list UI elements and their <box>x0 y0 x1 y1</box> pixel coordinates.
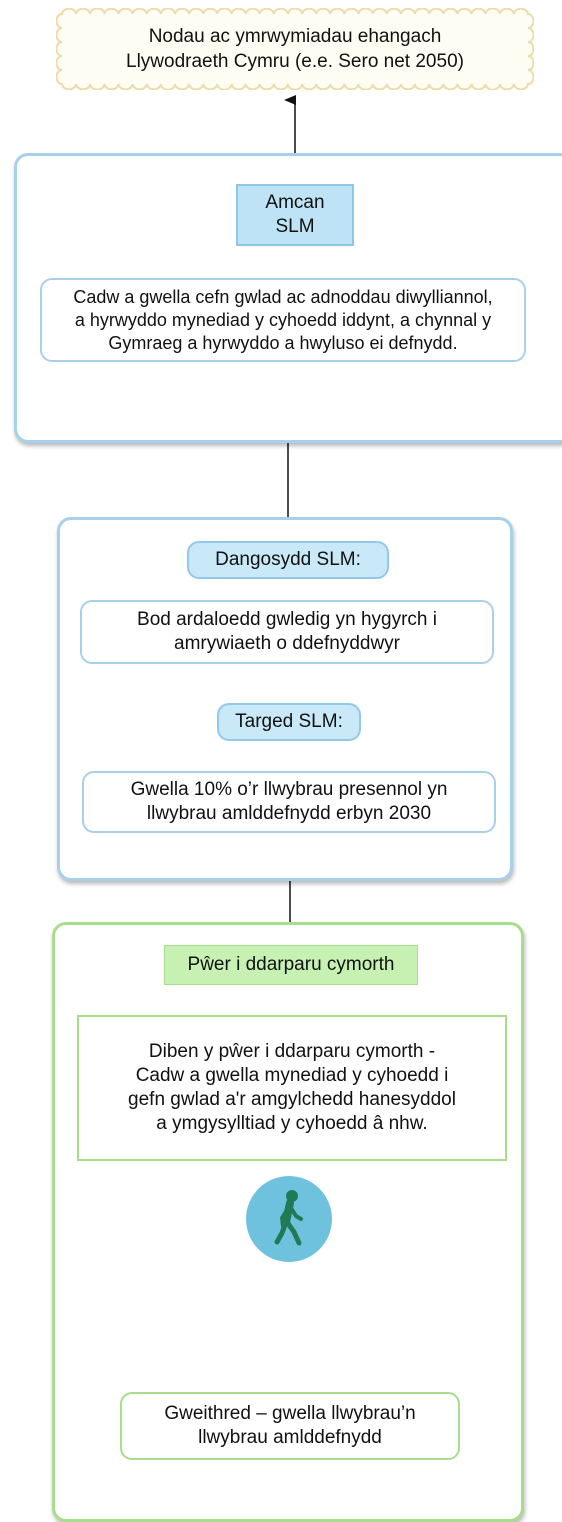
target-text-box: Gwella 10% o’r llwybrau presennol yn llw… <box>82 771 496 833</box>
walking-person-icon <box>246 1176 332 1262</box>
power-header: Pŵer i ddarparu cymorth <box>164 945 418 985</box>
power-text-box: Diben y pŵer i ddarparu cymorth - Cadw a… <box>77 1015 507 1161</box>
goal-cloud: Nodau ac ymrwymiadau ehangach Llywodraet… <box>56 8 534 90</box>
target-header: Targed SLM: <box>217 703 361 741</box>
cloud-shape <box>56 8 534 90</box>
objective-header: Amcan SLM <box>236 184 354 246</box>
indicator-header: Dangosydd SLM: <box>187 541 389 579</box>
objective-text-box: Cadw a gwella cefn gwlad ac adnoddau diw… <box>40 278 526 362</box>
indicator-text-box: Bod ardaloedd gwledig yn hygyrch i amryw… <box>80 600 494 664</box>
action-text-box: Gweithred – gwella llwybrau’n llwybrau a… <box>120 1392 460 1460</box>
goal-text: Nodau ac ymrwymiadau ehangach Llywodraet… <box>126 26 464 72</box>
